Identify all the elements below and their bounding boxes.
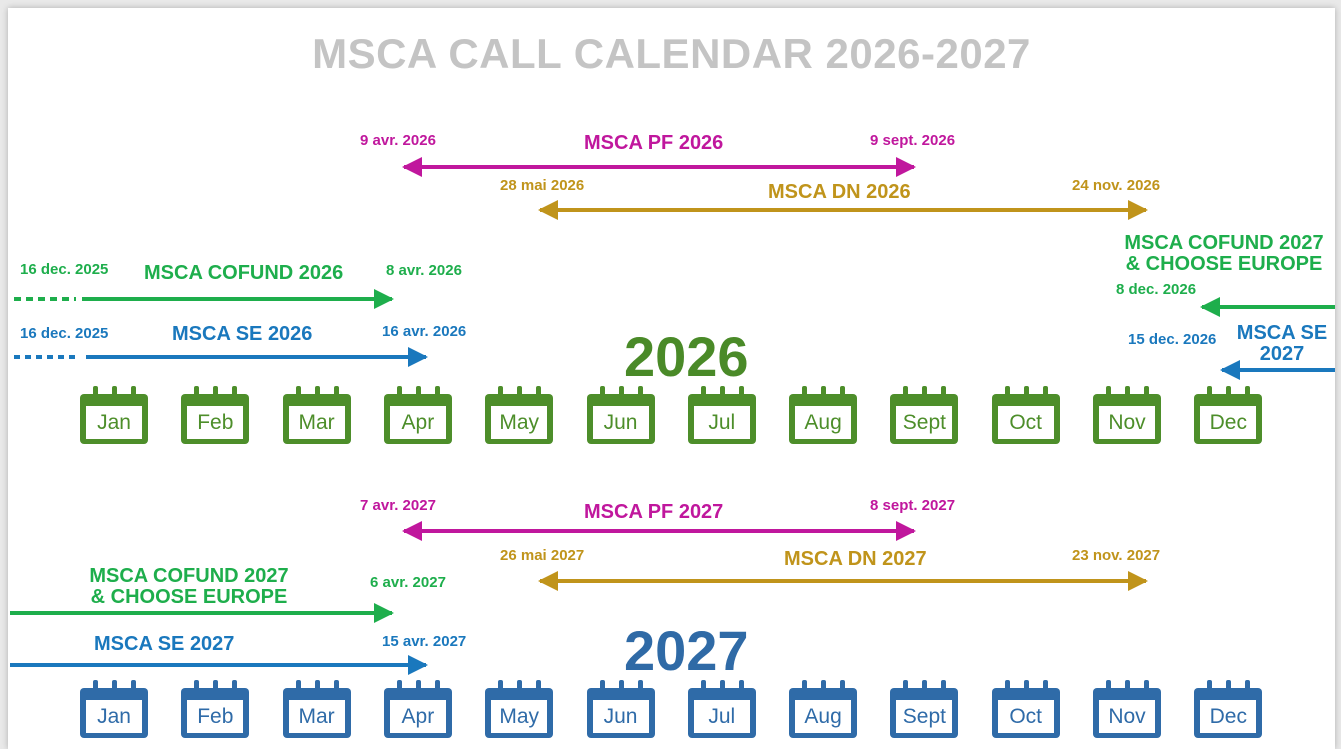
month-aug-2027: Aug [789, 680, 858, 738]
month-jan-2027: Jan [80, 680, 148, 738]
dn-2027-start-date: 26 mai 2027 [500, 547, 585, 564]
se-2026-end-date: 16 avr. 2026 [382, 323, 467, 340]
month-nov-2027: Nov [1093, 680, 1161, 738]
month-may-2026: May [485, 386, 554, 444]
cofund-2026-start-date: 16 dec. 2025 [20, 261, 109, 278]
pf-2026-end-date: 9 sept. 2026 [870, 132, 956, 149]
cofund-2027-end-date: 6 avr. 2027 [370, 574, 446, 591]
month-apr-2026: Apr [383, 386, 452, 444]
cofund-2027-label-line1: MSCA COFUND 2027 [89, 565, 289, 587]
month-label: Apr [389, 700, 446, 733]
month-label: Jul [693, 700, 750, 733]
se-next-label-line1: MSCA SE [1236, 322, 1328, 344]
year-2027-label: 2027 [624, 619, 749, 682]
month-jul-2027: Jul [687, 680, 756, 738]
month-label: Nov [1099, 406, 1155, 439]
month-dec-2026: Dec [1194, 386, 1263, 444]
year-2026-label: 2026 [624, 325, 749, 388]
pf-2027-label: MSCA PF 2027 [584, 501, 724, 523]
page-title: MSCA CALL CALENDAR 2026-2027 [312, 30, 1031, 77]
cofund-next-label-line1: MSCA COFUND 2027 [1124, 232, 1324, 254]
month-label: Mar [288, 700, 345, 733]
cofund-next-label: MSCA COFUND 2027 & CHOOSE EUROPE [1116, 233, 1332, 275]
se-2026-start-date: 16 dec. 2025 [20, 325, 109, 342]
calendar-card: MSCA CALL CALENDAR 2026-2027 9 avr. 2026… [8, 8, 1335, 749]
month-may-2027: May [485, 680, 554, 738]
month-dec-2027: Dec [1194, 680, 1263, 738]
month-label: May [491, 700, 548, 733]
month-label: Oct [997, 700, 1054, 733]
se-2027-end-date: 15 avr. 2027 [382, 633, 467, 650]
cofund-next-start-date: 8 dec. 2026 [1116, 281, 1197, 298]
month-mar-2026: Mar [282, 386, 351, 444]
dn-2026-label: MSCA DN 2026 [768, 181, 911, 203]
month-sept-2026: Sept [890, 386, 959, 444]
month-label: Jun [592, 700, 649, 733]
pf-2027-start-date: 7 avr. 2027 [360, 497, 436, 514]
month-label: Mar [288, 406, 345, 439]
se-next-label: MSCA SE 2027 [1230, 323, 1334, 365]
cofund-2026-label: MSCA COFUND 2026 [144, 262, 344, 284]
dn-2027-end-date: 23 nov. 2027 [1072, 547, 1161, 564]
month-label: Oct [997, 406, 1054, 439]
month-label: Feb [187, 406, 244, 439]
dn-2026-start-date: 28 mai 2026 [500, 177, 585, 194]
month-label: Jul [693, 406, 750, 439]
month-feb-2026: Feb [181, 386, 250, 444]
month-mar-2027: Mar [282, 680, 351, 738]
se-next-label-line2: 2027 [1259, 343, 1305, 365]
cofund-2027-label-line2: & CHOOSE EUROPE [90, 586, 288, 608]
month-label: Jun [592, 406, 649, 439]
se-2026-label: MSCA SE 2026 [172, 323, 313, 345]
month-aug-2026: Aug [789, 386, 858, 444]
month-apr-2027: Apr [383, 680, 452, 738]
month-label: Aug [795, 406, 852, 439]
cofund-2026-end-date: 8 avr. 2026 [386, 262, 462, 279]
month-label: Sept [896, 406, 953, 439]
month-label: Jan [86, 406, 142, 439]
timeline-arrows [10, 157, 1335, 675]
dn-2027-label: MSCA DN 2027 [784, 548, 927, 570]
month-jul-2026: Jul [687, 386, 756, 444]
month-label: Dec [1200, 406, 1257, 439]
pf-2026-start-date: 9 avr. 2026 [360, 132, 436, 149]
month-jun-2027: Jun [586, 680, 655, 738]
month-label: May [491, 406, 548, 439]
month-label: Nov [1099, 700, 1155, 733]
month-label: Dec [1200, 700, 1257, 733]
month-sept-2027: Sept [890, 680, 959, 738]
month-feb-2027: Feb [181, 680, 250, 738]
se-next-start-date: 15 dec. 2026 [1128, 331, 1217, 348]
month-oct-2026: Oct [991, 386, 1060, 444]
se-2027-label: MSCA SE 2027 [94, 633, 235, 655]
month-oct-2027: Oct [991, 680, 1060, 738]
cofund-2027-label: MSCA COFUND 2027 & CHOOSE EUROPE [78, 566, 300, 608]
pf-2026-label: MSCA PF 2026 [584, 132, 724, 154]
month-label: Jan [86, 700, 142, 733]
month-jun-2026: Jun [586, 386, 655, 444]
month-label: Aug [795, 700, 852, 733]
month-label: Sept [896, 700, 953, 733]
cofund-next-label-line2: & CHOOSE EUROPE [1125, 253, 1323, 275]
pf-2027-end-date: 8 sept. 2027 [870, 497, 956, 514]
month-jan-2026: Jan [80, 386, 148, 444]
month-label: Apr [389, 406, 446, 439]
month-nov-2026: Nov [1093, 386, 1161, 444]
dn-2026-end-date: 24 nov. 2026 [1072, 177, 1161, 194]
month-label: Feb [187, 700, 244, 733]
